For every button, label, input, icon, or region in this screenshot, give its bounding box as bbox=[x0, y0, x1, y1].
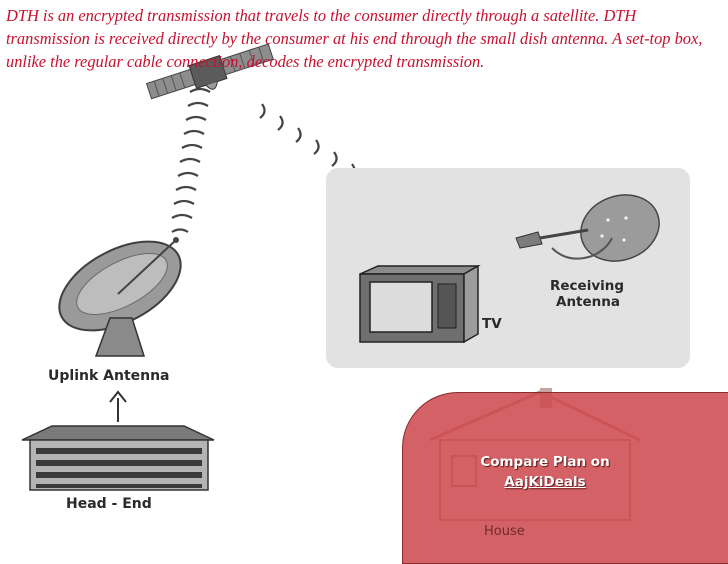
satellite-icon bbox=[145, 43, 274, 100]
dth-diagram bbox=[21, 43, 641, 521]
receiving-dish-icon bbox=[515, 194, 660, 262]
receiver-panel-graphics bbox=[359, 194, 660, 344]
head-end-building-icon bbox=[21, 425, 215, 491]
receiving-antenna-label-line2: Antenna bbox=[556, 294, 620, 310]
receiver-panel bbox=[326, 168, 690, 368]
head-end-label: Head - End bbox=[66, 496, 152, 512]
receiving-antenna-label-line1: Receiving bbox=[550, 278, 625, 294]
uplink-antenna-label: Uplink Antenna bbox=[48, 368, 170, 384]
compare-plan-label: Compare Plan on bbox=[480, 454, 610, 470]
compare-plan-text[interactable]: Compare Plan on AajKiDeals bbox=[440, 452, 650, 492]
compare-plan-callout[interactable] bbox=[402, 392, 728, 564]
uplink-arrow-icon bbox=[109, 390, 127, 422]
uplink-dish-icon bbox=[58, 237, 182, 357]
aajkideals-link[interactable]: AajKiDeals bbox=[504, 474, 586, 490]
tv-label: TV bbox=[482, 316, 502, 332]
dth-description: DTH is an encrypted transmission that tr… bbox=[6, 6, 703, 71]
house-label: House bbox=[484, 524, 525, 539]
tv-icon bbox=[359, 264, 481, 344]
uplink-signal-waves bbox=[171, 87, 211, 233]
